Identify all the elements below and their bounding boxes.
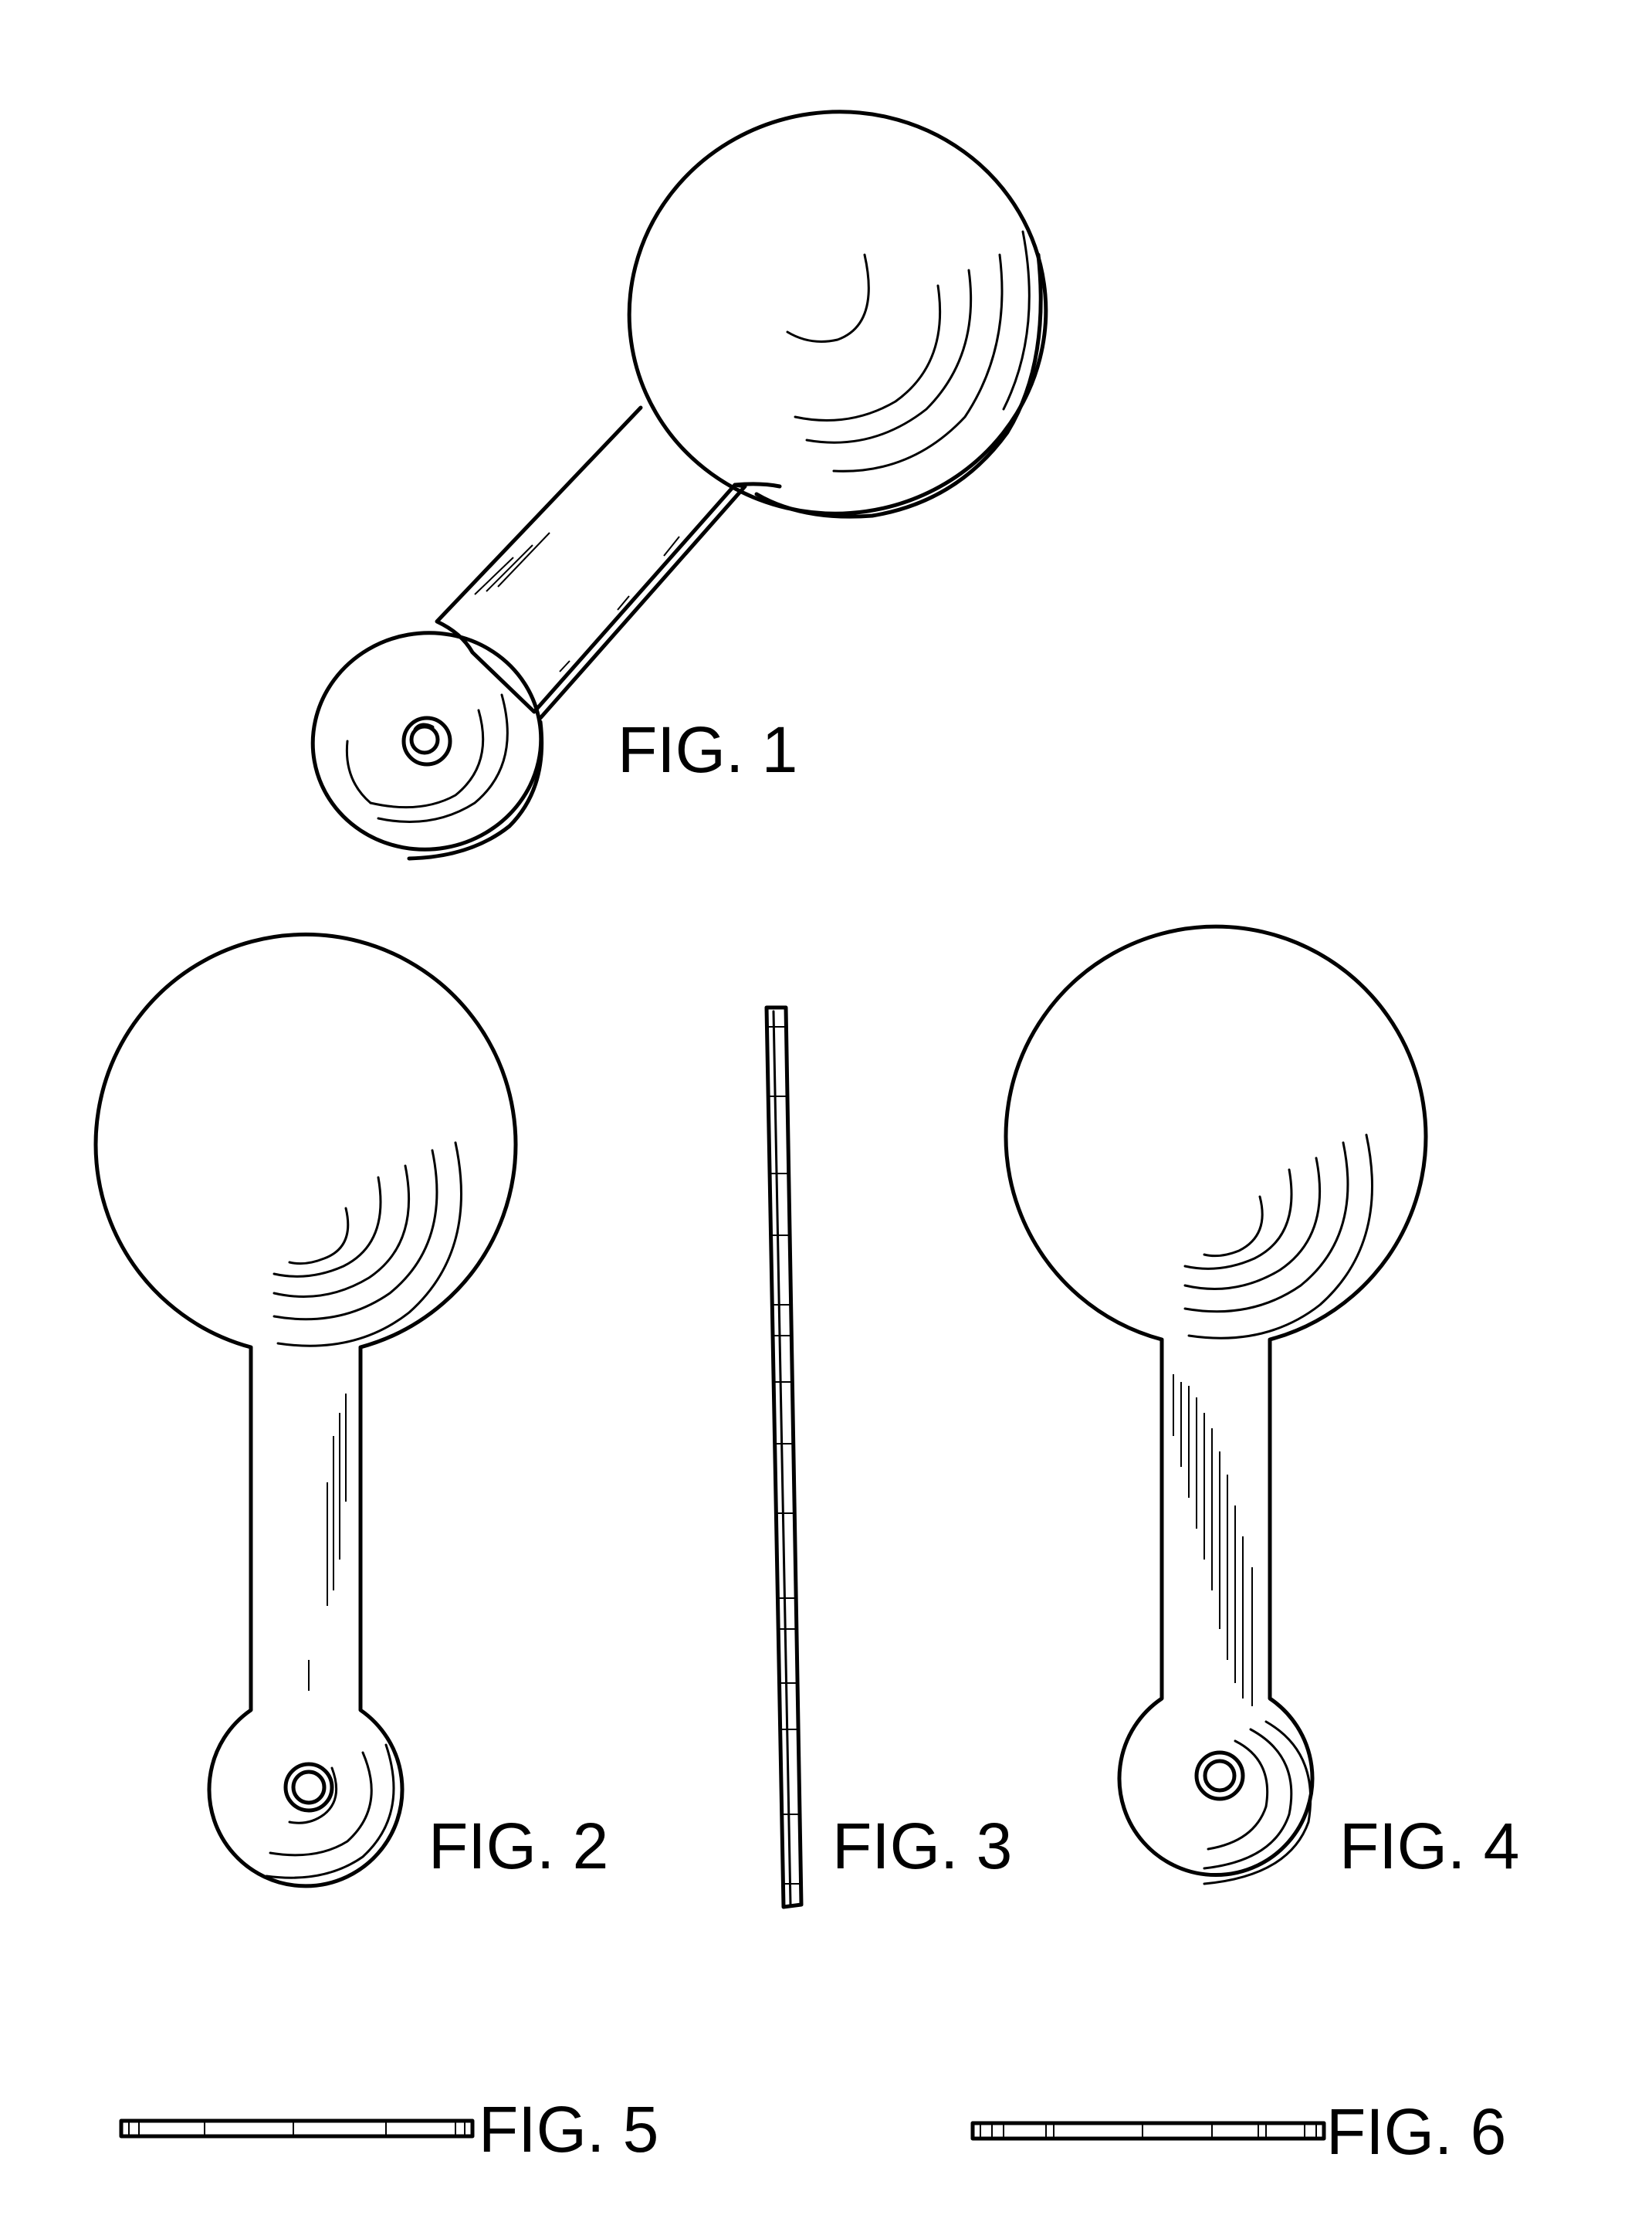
fig2-handle-shading: [309, 1394, 346, 1691]
fig3-drawing: [767, 1008, 802, 1907]
fig2-drawing: [96, 934, 516, 1885]
fig4-label: FIG. 4: [1339, 1810, 1519, 1882]
fig1-small-disc: [296, 615, 558, 867]
fig2-label: FIG. 2: [428, 1810, 608, 1882]
fig4-disc-arcs: [1185, 1135, 1373, 1338]
fig5-label: FIG. 5: [479, 2093, 658, 2166]
fig4-handle-shading: [1173, 1374, 1252, 1706]
fig4-drawing: [1006, 926, 1426, 1884]
fig3-segment-marks: [767, 1027, 802, 1884]
fig1-label: FIG. 1: [618, 713, 797, 786]
fig1-large-disc: [603, 85, 1071, 540]
fig6-drawing: [973, 2123, 1324, 2139]
fig5-drawing: [121, 2121, 472, 2136]
fig1-handle: [437, 408, 780, 718]
fig2-disc-arcs: [274, 1143, 462, 1346]
fig3-label: FIG. 3: [832, 1810, 1012, 1882]
fig4-end-disc: [1197, 1722, 1311, 1884]
fig6-label: FIG. 6: [1326, 2095, 1506, 2168]
